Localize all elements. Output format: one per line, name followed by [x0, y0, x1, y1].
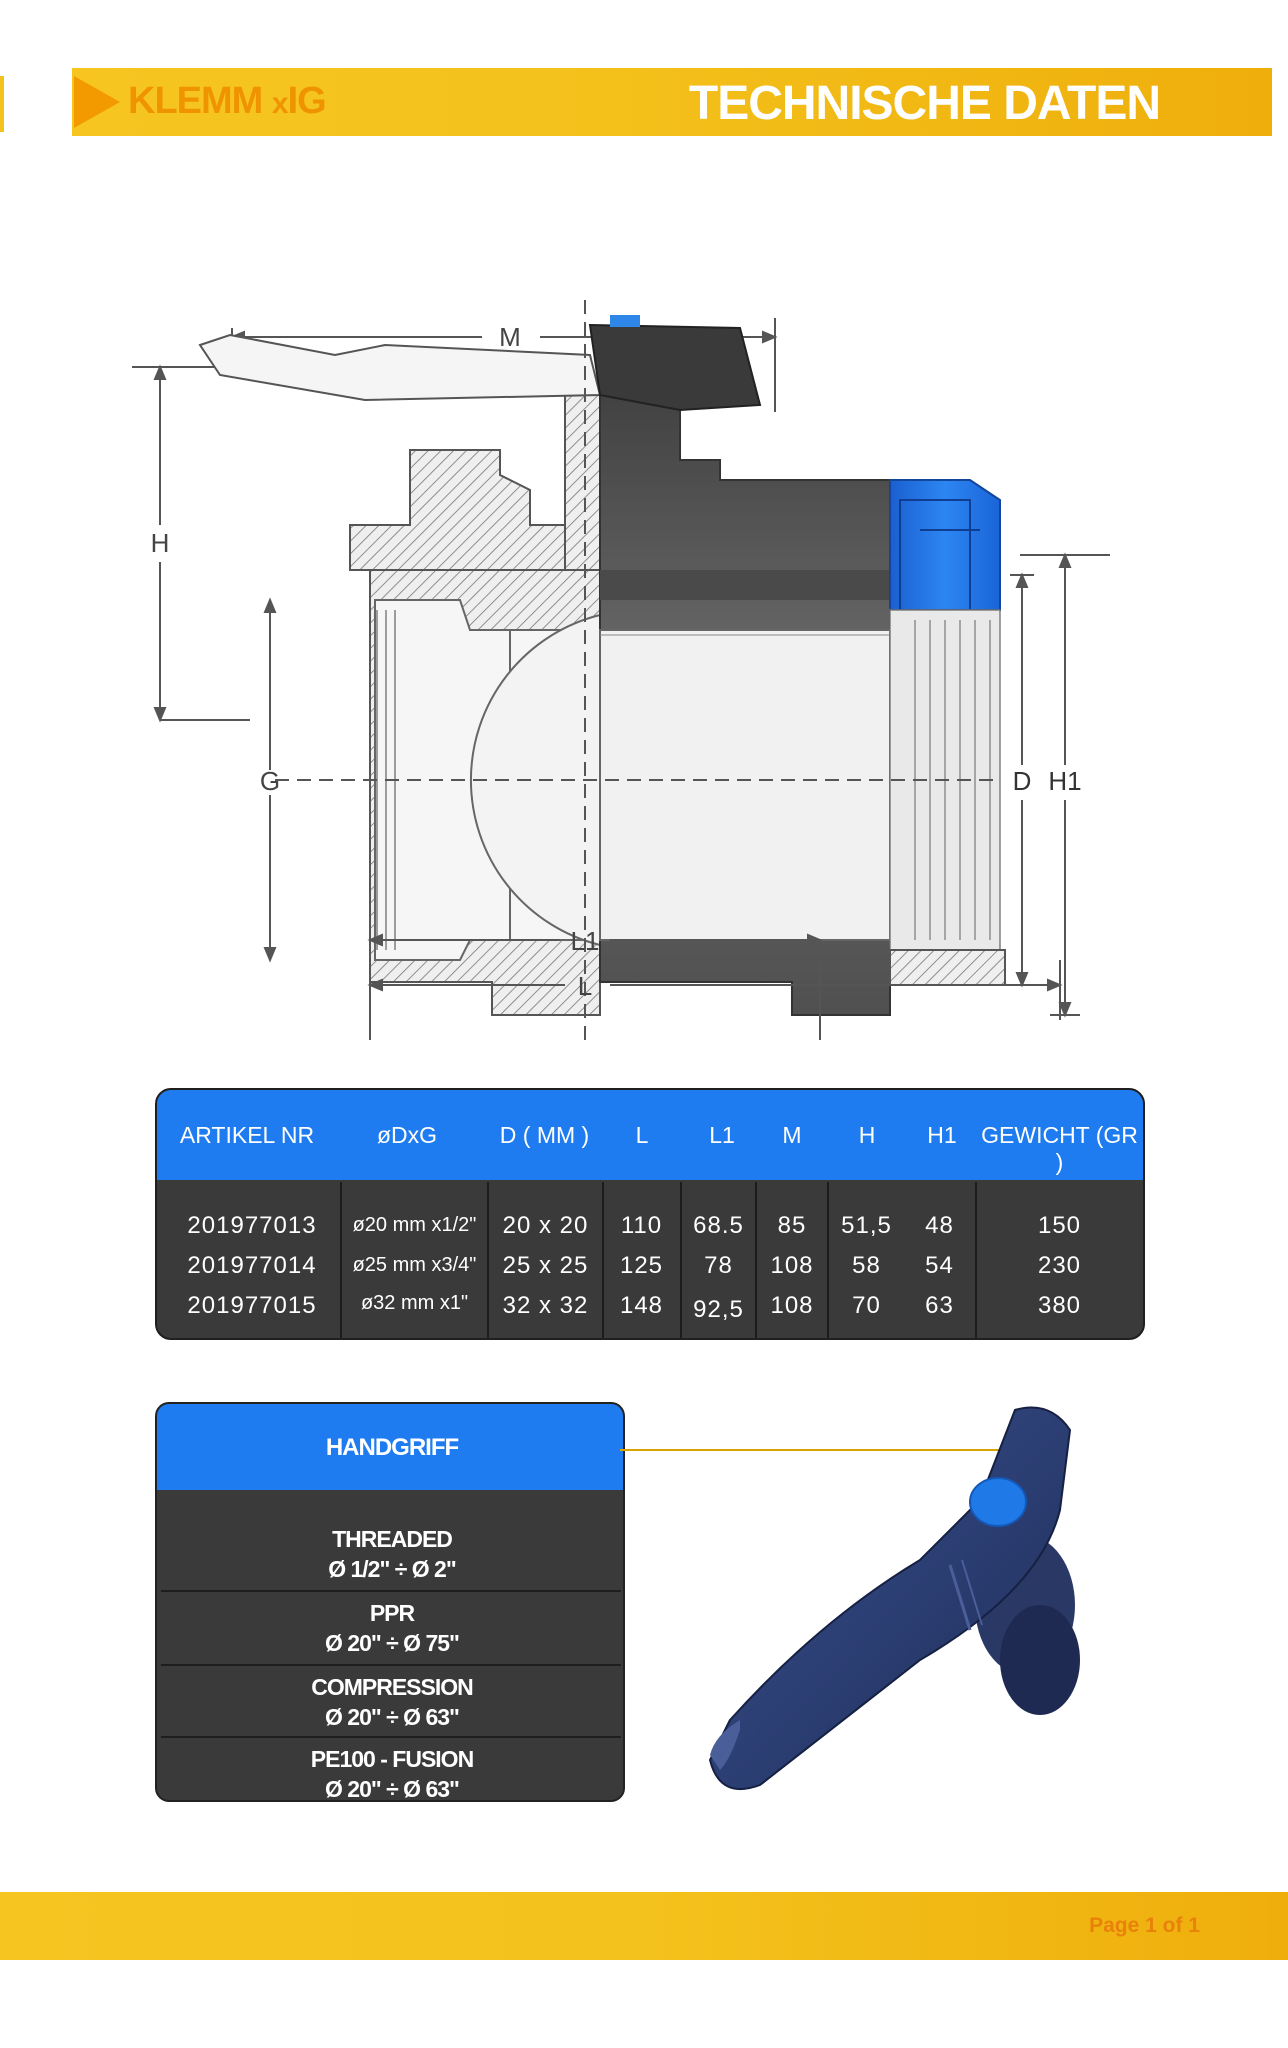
table-cell: 20 x 20: [502, 1212, 589, 1239]
option-name: PPR: [369, 1600, 415, 1626]
table-cell: 32 x 32: [502, 1292, 589, 1319]
dimension-l: [367, 960, 1063, 1020]
table-cell: 230: [1037, 1252, 1082, 1279]
label-h: H: [151, 528, 170, 558]
spec-table: ARTIKEL NR øDxG D ( MM ) L L1 M H H1 GEW…: [155, 1088, 1145, 1340]
option-range: Ø 20" ÷ Ø 63": [325, 1704, 460, 1730]
spec-table-header: [157, 1090, 1143, 1180]
col-header-article: ARTIKEL NR: [179, 1122, 315, 1148]
table-cell: 201977013: [187, 1212, 317, 1239]
blue-compression-nut: [889, 479, 1006, 986]
label-l: L: [578, 971, 592, 1001]
table-cell: 125: [619, 1252, 664, 1279]
col-header-l1: L1: [709, 1122, 735, 1148]
table-cell: ø20 mm x1/2": [352, 1214, 477, 1236]
option-name: COMPRESSION: [311, 1674, 474, 1700]
table-cell: 25 x 25: [502, 1252, 589, 1279]
col-header-h: H: [858, 1122, 876, 1148]
table-cell: 108: [770, 1292, 814, 1319]
handle-table: HANDGRIFF THREADED Ø 1/2" ÷ Ø 2" PPR Ø 2…: [155, 1402, 625, 1802]
footer-bar: [0, 1892, 1288, 1960]
table-cell: 78: [704, 1252, 733, 1279]
header-bar: [72, 68, 1272, 136]
col-header-d: D ( MM ): [499, 1122, 590, 1148]
option-range: Ø 1/2" ÷ Ø 2": [328, 1556, 457, 1582]
page-title: TECHNISCHE DATEN: [688, 77, 1161, 130]
table-cell: 110: [620, 1212, 663, 1239]
table-cell: 201977014: [187, 1252, 317, 1279]
table-cell: 92,5: [693, 1296, 744, 1323]
table-cell: 380: [1037, 1292, 1082, 1319]
option-range: Ø 20" ÷ Ø 75": [325, 1630, 460, 1656]
left-accent-bar: [0, 76, 4, 132]
dimension-h1: [1020, 552, 1110, 1018]
table-cell: 68.5: [693, 1212, 744, 1239]
label-h1: H1: [1048, 766, 1081, 796]
table-cell: 108: [770, 1252, 814, 1279]
option-range: Ø 20" ÷ Ø 63": [325, 1776, 460, 1802]
option-pe100-fusion: PE100 - FUSION Ø 20" ÷ Ø 63": [157, 1744, 623, 1802]
table-cell: 51,5: [841, 1212, 892, 1239]
valve-body-exterior: [588, 315, 891, 1016]
brand-logo: KLEMM xIG: [128, 80, 327, 123]
table-cell: 70: [852, 1292, 881, 1319]
table-cell: 58: [852, 1252, 881, 1279]
col-header-h1: H1: [927, 1122, 957, 1148]
option-ppr: PPR Ø 20" ÷ Ø 75": [157, 1598, 623, 1658]
option-name: PE100 - FUSION: [310, 1746, 474, 1772]
col-header-m: M: [782, 1122, 802, 1148]
lever-section: [198, 333, 602, 402]
brand-arrow-icon: [74, 76, 120, 128]
valve-technical-drawing: M H: [132, 300, 1110, 1040]
handle-table-header: [157, 1404, 623, 1490]
table-cell: 85: [777, 1212, 807, 1239]
dimension-l1: [367, 895, 823, 1040]
table-cell: 148: [619, 1292, 664, 1319]
brand-x: x: [271, 87, 289, 120]
label-l1: L1: [571, 926, 600, 956]
label-g: G: [260, 766, 280, 796]
table-cell: 48: [925, 1212, 954, 1239]
page-number: Page 1 of 1: [1089, 1914, 1200, 1937]
dimension-h: [132, 364, 250, 723]
table-cell: 150: [1037, 1212, 1082, 1239]
handle-photo: [620, 1406, 1080, 1790]
option-compression: COMPRESSION Ø 20" ÷ Ø 63": [157, 1672, 623, 1732]
handle-title: HANDGRIFF: [325, 1434, 459, 1461]
brand-main: KLEMM: [128, 80, 263, 122]
table-cell: 63: [925, 1292, 954, 1319]
table-cell: ø32 mm x1": [360, 1292, 469, 1314]
table-cell: ø25 mm x3/4": [352, 1254, 477, 1276]
brand-suffix: IG: [287, 80, 327, 122]
option-name: THREADED: [332, 1526, 453, 1552]
option-threaded: THREADED Ø 1/2" ÷ Ø 2": [157, 1524, 623, 1584]
dimension-g: [263, 597, 277, 963]
valve-body-section: [349, 389, 601, 1016]
col-header-l: L: [635, 1122, 649, 1148]
col-header-weight: GEWICHT (GR ): [981, 1122, 1138, 1175]
col-header-dxg: øDxG: [376, 1122, 438, 1148]
label-m: M: [499, 322, 521, 352]
label-d: D: [1013, 766, 1032, 796]
table-cell: 201977015: [187, 1292, 317, 1319]
table-cell: 54: [925, 1252, 954, 1279]
